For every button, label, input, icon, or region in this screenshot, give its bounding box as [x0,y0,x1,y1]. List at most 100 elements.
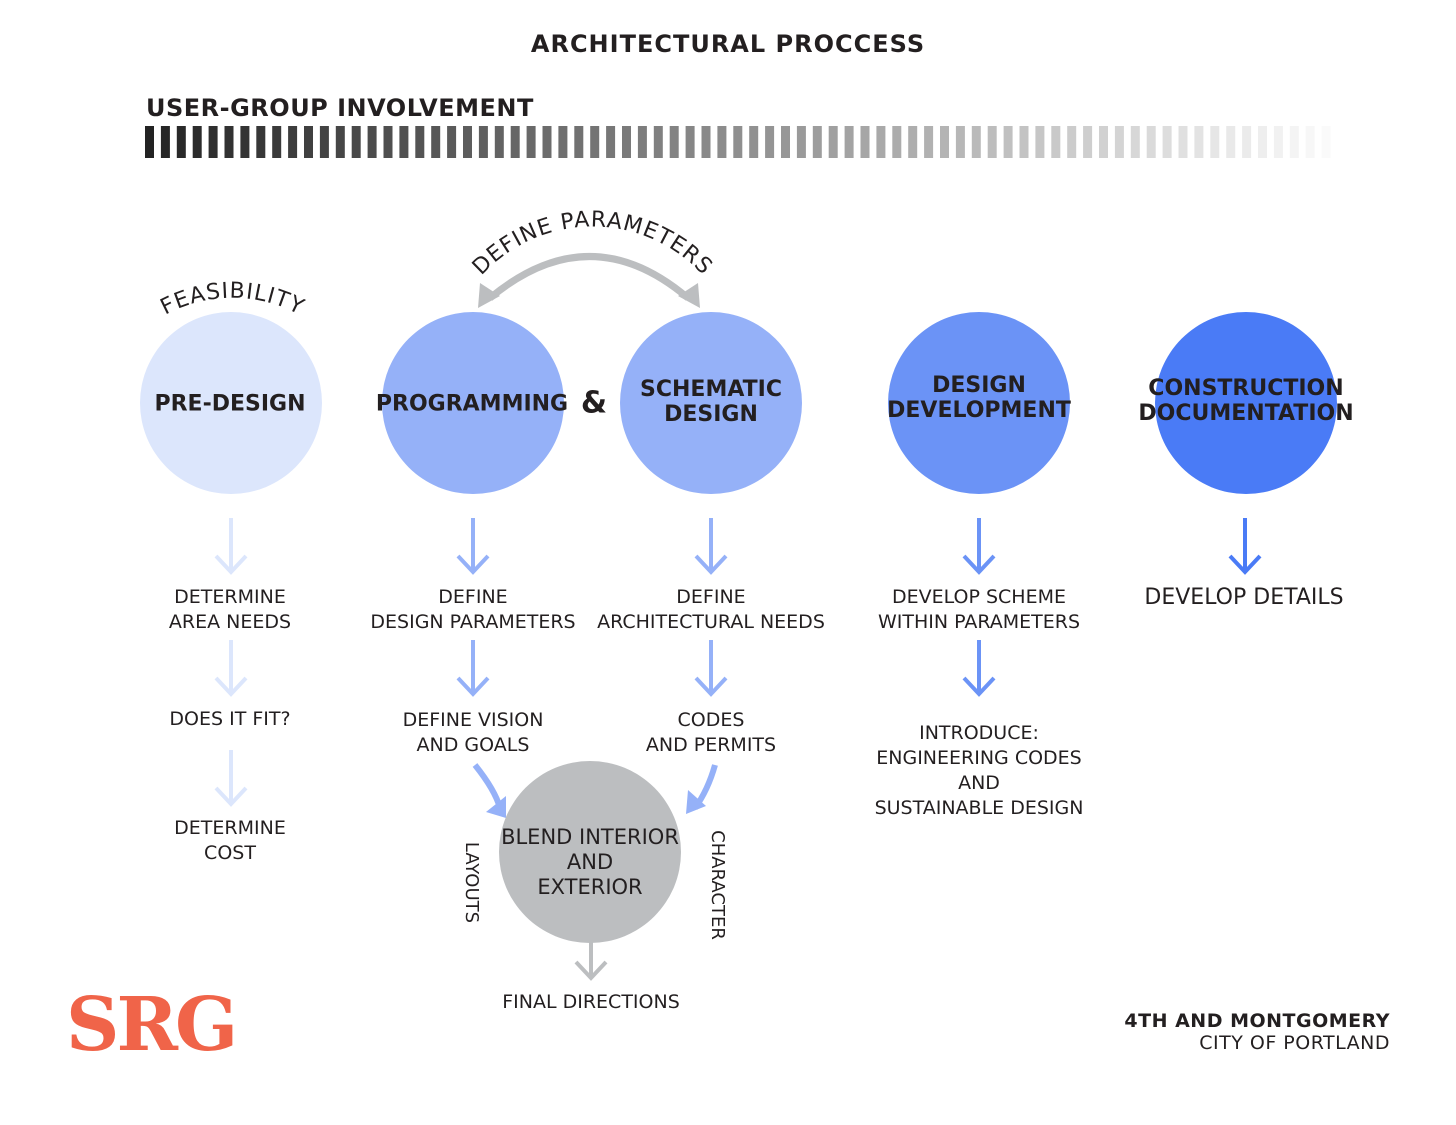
involvement-tick [1242,126,1252,158]
construction-documentation-circle [1155,312,1337,494]
involvement-tick [558,126,568,158]
involvement-tick [288,126,298,158]
involvement-tick [749,126,759,158]
user-group-involvement-bar [145,126,1331,158]
involvement-tick [1083,126,1093,158]
involvement-tick [160,126,170,158]
step-does-it-fit: DOES IT FIT? [169,708,291,730]
involvement-tick [1258,126,1267,158]
involvement-tick [1162,126,1172,158]
involvement-tick [606,126,616,158]
design-development-circle [888,312,1070,494]
schematic-curve-arrowhead-icon [686,790,706,814]
involvement-tick [415,126,425,158]
involvement-tick [653,126,663,158]
involvement-tick [987,126,997,158]
involvement-tick [304,126,313,158]
involvement-tick [955,126,965,158]
involvement-tick [367,126,377,158]
involvement-tick [1273,126,1283,158]
involvement-tick [940,126,949,158]
involvement-tick [1305,126,1315,158]
involvement-tick [637,126,647,158]
involvement-tick [1226,126,1236,158]
design-development-arrows [962,518,996,697]
programming-circle [382,312,564,494]
construction-arrow [1228,518,1262,575]
involvement-tick [1194,126,1204,158]
involvement-tick [892,126,902,158]
involvement-tick [1321,126,1331,158]
involvement-tick [351,126,361,158]
step-introduce-engineering: INTRODUCE: ENGINEERING CODES AND SUSTAIN… [874,722,1084,819]
involvement-tick [383,126,393,158]
involvement-tick [812,126,822,158]
involvement-tick [685,126,695,158]
final-directions-label: FINAL DIRECTIONS [502,991,680,1013]
arrowhead-right-icon [678,283,700,308]
pre-design-arrows [214,518,248,807]
involvement-tick [924,126,934,158]
involvement-tick [510,126,520,158]
schematic-arrows [692,518,728,810]
character-label: CHARACTER [707,830,728,940]
involvement-tick [478,126,488,158]
involvement-tick [145,126,154,158]
involvement-tick [447,126,457,158]
involvement-tick [399,126,409,158]
involvement-tick [1035,126,1045,158]
involvement-tick [526,126,536,158]
project-name: 4TH AND MONTGOMERY [1124,1010,1390,1032]
programming-label: PROGRAMMING [375,391,569,417]
involvement-tick [765,126,775,158]
involvement-tick [876,126,886,158]
involvement-tick [796,126,806,158]
involvement-tick [319,126,329,158]
involvement-tick [1019,126,1029,158]
involvement-tick [971,126,981,158]
ampersand: & [580,385,608,421]
involvement-tick [256,126,266,158]
pre-design-label: PRE-DESIGN [154,391,306,417]
define-parameters-label: DEFINE PARAMETERS [468,207,718,280]
srg-logo: SRG [66,982,238,1068]
client-name: CITY OF PORTLAND [1199,1032,1390,1054]
involvement-tick [844,126,854,158]
blend-circle [499,761,681,943]
involvement-tick [1067,126,1077,158]
step-develop-details: DEVELOP DETAILS [1144,585,1344,610]
involvement-tick [335,126,345,158]
define-parameters-arrow [487,253,691,301]
involvement-tick [828,126,838,158]
arrowhead-left-icon [478,283,500,308]
involvement-tick [1051,126,1061,158]
programming-arrows [456,518,503,809]
involvement-tick [622,126,631,158]
involvement-tick [240,126,250,158]
involvement-tick [542,126,552,158]
involvement-tick [908,126,918,158]
involvement-tick [590,126,600,158]
layouts-label: LAYOUTS [461,842,482,923]
involvement-tick [1146,126,1156,158]
schematic-design-circle [620,312,802,494]
involvement-tick [272,126,282,158]
involvement-tick [860,126,870,158]
involvement-tick [192,126,202,158]
involvement-tick [701,126,711,158]
programming-curve-arrowhead-icon [486,796,506,818]
involvement-tick [669,126,679,158]
involvement-tick [463,126,472,158]
involvement-tick [494,126,504,158]
involvement-tick [208,126,218,158]
